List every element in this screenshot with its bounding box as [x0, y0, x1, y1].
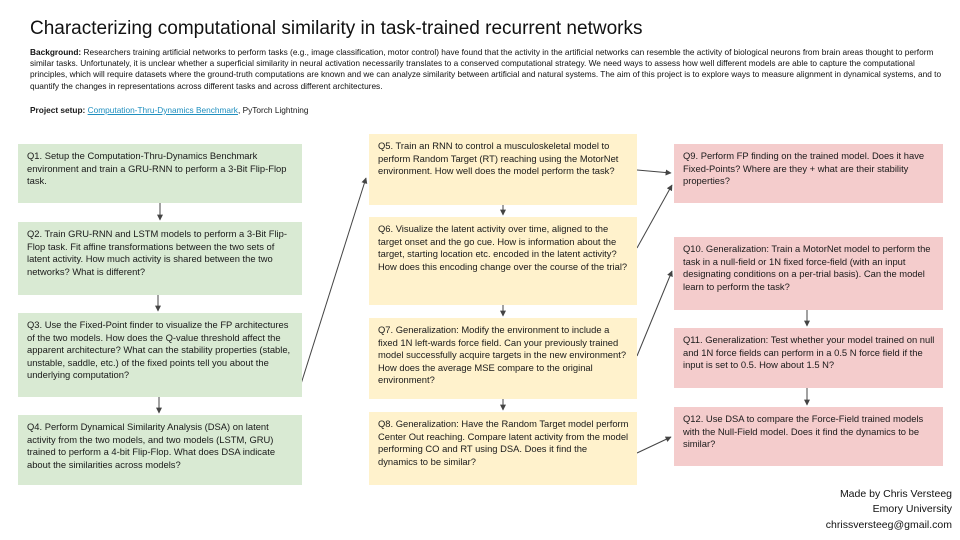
background-paragraph: Background: Researchers training artific… — [30, 47, 942, 92]
question-card-q8: Q8. Generalization: Have the Random Targ… — [369, 412, 637, 485]
question-card-q3: Q3. Use the Fixed-Point finder to visual… — [18, 313, 302, 397]
background-label: Background: — [30, 47, 82, 57]
arrow-q5-q9 — [636, 169, 672, 176]
question-card-q7: Q7. Generalization: Modify the environme… — [369, 318, 637, 399]
arrow-q8-q12 — [636, 436, 672, 454]
question-card-q2: Q2. Train GRU-RNN and LSTM models to per… — [18, 222, 302, 295]
author-credit: Made by Chris Versteeg Emory University … — [826, 487, 952, 533]
arrow-q7-q10 — [636, 270, 673, 357]
page-title: Characterizing computational similarity … — [30, 18, 643, 39]
benchmark-link[interactable]: Computation-Thru-Dynamics Benchmark — [87, 105, 238, 115]
arrow-q6-q9 — [636, 184, 673, 249]
question-card-q5: Q5. Train an RNN to control a musculoske… — [369, 134, 637, 205]
question-card-q4: Q4. Perform Dynamical Similarity Analysi… — [18, 415, 302, 485]
project-setup: Project setup: Computation-Thru-Dynamics… — [30, 105, 309, 116]
question-card-q6: Q6. Visualize the latent activity over t… — [369, 217, 637, 305]
question-card-q9: Q9. Perform FP finding on the trained mo… — [674, 144, 943, 203]
author-affiliation: Emory University — [872, 503, 952, 516]
question-card-q12: Q12. Use DSA to compare the Force-Field … — [674, 407, 943, 466]
arrow-q4-q5 — [300, 177, 368, 385]
author-name: Made by Chris Versteeg — [839, 488, 952, 500]
project-setup-rest: , PyTorch Lightning — [237, 105, 309, 115]
question-card-q1: Q1. Setup the Computation-Thru-Dynamics … — [18, 144, 302, 203]
project-setup-label: Project setup: — [30, 105, 86, 115]
author-email: chrissversteeg@gmail.com — [825, 518, 952, 531]
background-text: Researchers training artificial networks… — [30, 47, 942, 91]
question-card-q10: Q10. Generalization: Train a MotorNet mo… — [674, 237, 943, 310]
question-card-q11: Q11. Generalization: Test whether your m… — [674, 328, 943, 388]
